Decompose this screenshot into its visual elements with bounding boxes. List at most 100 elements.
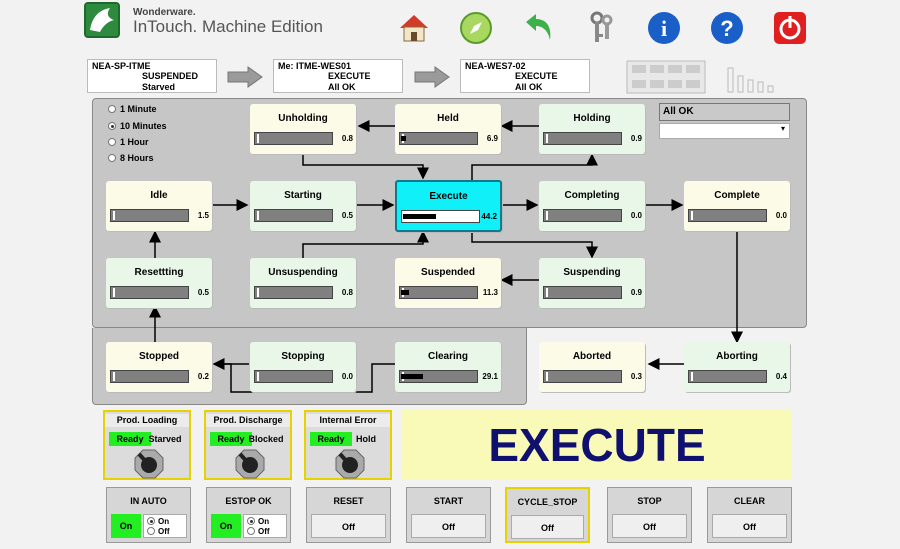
info-icon[interactable]: i [646, 10, 682, 46]
reset-button[interactable]: RESET Off [306, 487, 391, 543]
path-node-title: Me: ITME-WES01 [278, 61, 352, 71]
cycle-stop-state[interactable]: Off [511, 515, 584, 539]
reset-state[interactable]: Off [311, 514, 386, 538]
internal-error-control[interactable]: Internal Error Ready Hold [304, 410, 392, 480]
on-off-radio-group[interactable]: On Off [243, 514, 287, 538]
bar-chart-icon[interactable] [724, 60, 784, 94]
path-node-1[interactable]: NEA-SP-ITME SUSPENDED Starved [87, 59, 217, 93]
radio-button[interactable] [247, 527, 255, 535]
status-text: All OK [659, 103, 790, 121]
state-duration-bar [399, 132, 478, 145]
path-node-title: NEA-WES7-02 [465, 61, 526, 71]
state-duration-bar [543, 209, 622, 222]
ready-indicator: Ready [210, 432, 252, 446]
start-button[interactable]: START Off [406, 487, 491, 543]
selector-knob-icon[interactable] [234, 448, 266, 480]
start-state[interactable]: Off [411, 514, 486, 538]
dropdown-arrow-icon: ▾ [780, 124, 785, 133]
radio-button-selected[interactable] [108, 122, 116, 130]
selector-knob-icon[interactable] [133, 448, 165, 480]
path-node-reason: Starved [142, 82, 176, 92]
state-duration-bar [254, 286, 333, 299]
path-node-reason: All OK [328, 82, 356, 92]
radio-button[interactable] [108, 154, 116, 162]
blocked-indicator: Blocked [248, 434, 284, 444]
state-duration-bar [254, 370, 333, 383]
state-duration-bar [543, 370, 622, 383]
interval-8-hours[interactable]: 8 Hours [108, 153, 154, 163]
app-title: InTouch. Machine Edition [133, 17, 323, 36]
radio-button-selected[interactable] [147, 517, 155, 525]
selector-knob-icon[interactable] [334, 448, 366, 480]
cycle-stop-button[interactable]: CYCLE_STOP Off [505, 487, 590, 543]
svg-text:?: ? [720, 16, 733, 41]
path-arrow-icon [413, 66, 451, 88]
stop-button[interactable]: STOP Off [607, 487, 692, 543]
app-logo [84, 2, 120, 38]
radio-button[interactable] [108, 138, 116, 146]
state-duration-bar [254, 132, 333, 145]
radio-button[interactable] [147, 527, 155, 535]
state-duration-bar [254, 209, 333, 222]
prod-loading-control[interactable]: Prod. Loading Ready Starved [103, 410, 191, 480]
state-duration-bar [399, 370, 478, 383]
state-duration-bar [688, 370, 767, 383]
keys-icon[interactable] [584, 10, 620, 46]
state-duration-bar [401, 210, 480, 223]
interval-10-minutes[interactable]: 10 Minutes [108, 121, 167, 131]
stop-state[interactable]: Off [612, 514, 687, 538]
path-node-reason: All OK [515, 82, 543, 92]
path-node-2[interactable]: Me: ITME-WES01 EXECUTE All OK [273, 59, 403, 93]
path-node-state: SUSPENDED [142, 71, 199, 81]
ready-indicator: Ready [109, 432, 151, 446]
current-state-banner: EXECUTE [402, 410, 792, 480]
estop-ok-control[interactable]: ESTOP OK On On Off [206, 487, 291, 543]
state-duration-bar [110, 286, 189, 299]
power-icon[interactable] [772, 10, 808, 46]
clear-button[interactable]: CLEAR Off [707, 487, 792, 543]
help-icon[interactable]: ? [709, 10, 745, 46]
state-duration-bar [399, 286, 478, 299]
home-icon[interactable] [396, 10, 432, 46]
clear-state[interactable]: Off [712, 514, 787, 538]
radio-button-selected[interactable] [247, 517, 255, 525]
on-off-radio-group[interactable]: On Off [143, 514, 187, 538]
starved-indicator: Starved [148, 434, 182, 444]
interval-1-minute[interactable]: 1 Minute [108, 104, 157, 114]
on-indicator: On [111, 514, 141, 538]
path-node-state: EXECUTE [328, 71, 371, 81]
hold-indicator: Hold [356, 434, 376, 444]
status-dropdown[interactable]: ▾ [659, 123, 790, 139]
in-auto-control[interactable]: IN AUTO On On Off [106, 487, 191, 543]
compass-icon[interactable] [458, 10, 494, 46]
ready-indicator: Ready [310, 432, 352, 446]
state-duration-bar [543, 132, 622, 145]
prod-discharge-control[interactable]: Prod. Discharge Ready Blocked [204, 410, 292, 480]
path-node-3[interactable]: NEA-WES7-02 EXECUTE All OK [460, 59, 590, 93]
network-view-icon[interactable] [626, 60, 706, 94]
svg-text:i: i [661, 16, 667, 41]
interval-1-hour[interactable]: 1 Hour [108, 137, 149, 147]
radio-button[interactable] [108, 105, 116, 113]
on-indicator: On [211, 514, 241, 538]
undo-arrow-icon[interactable] [520, 10, 556, 46]
path-node-title: NEA-SP-ITME [92, 61, 151, 71]
